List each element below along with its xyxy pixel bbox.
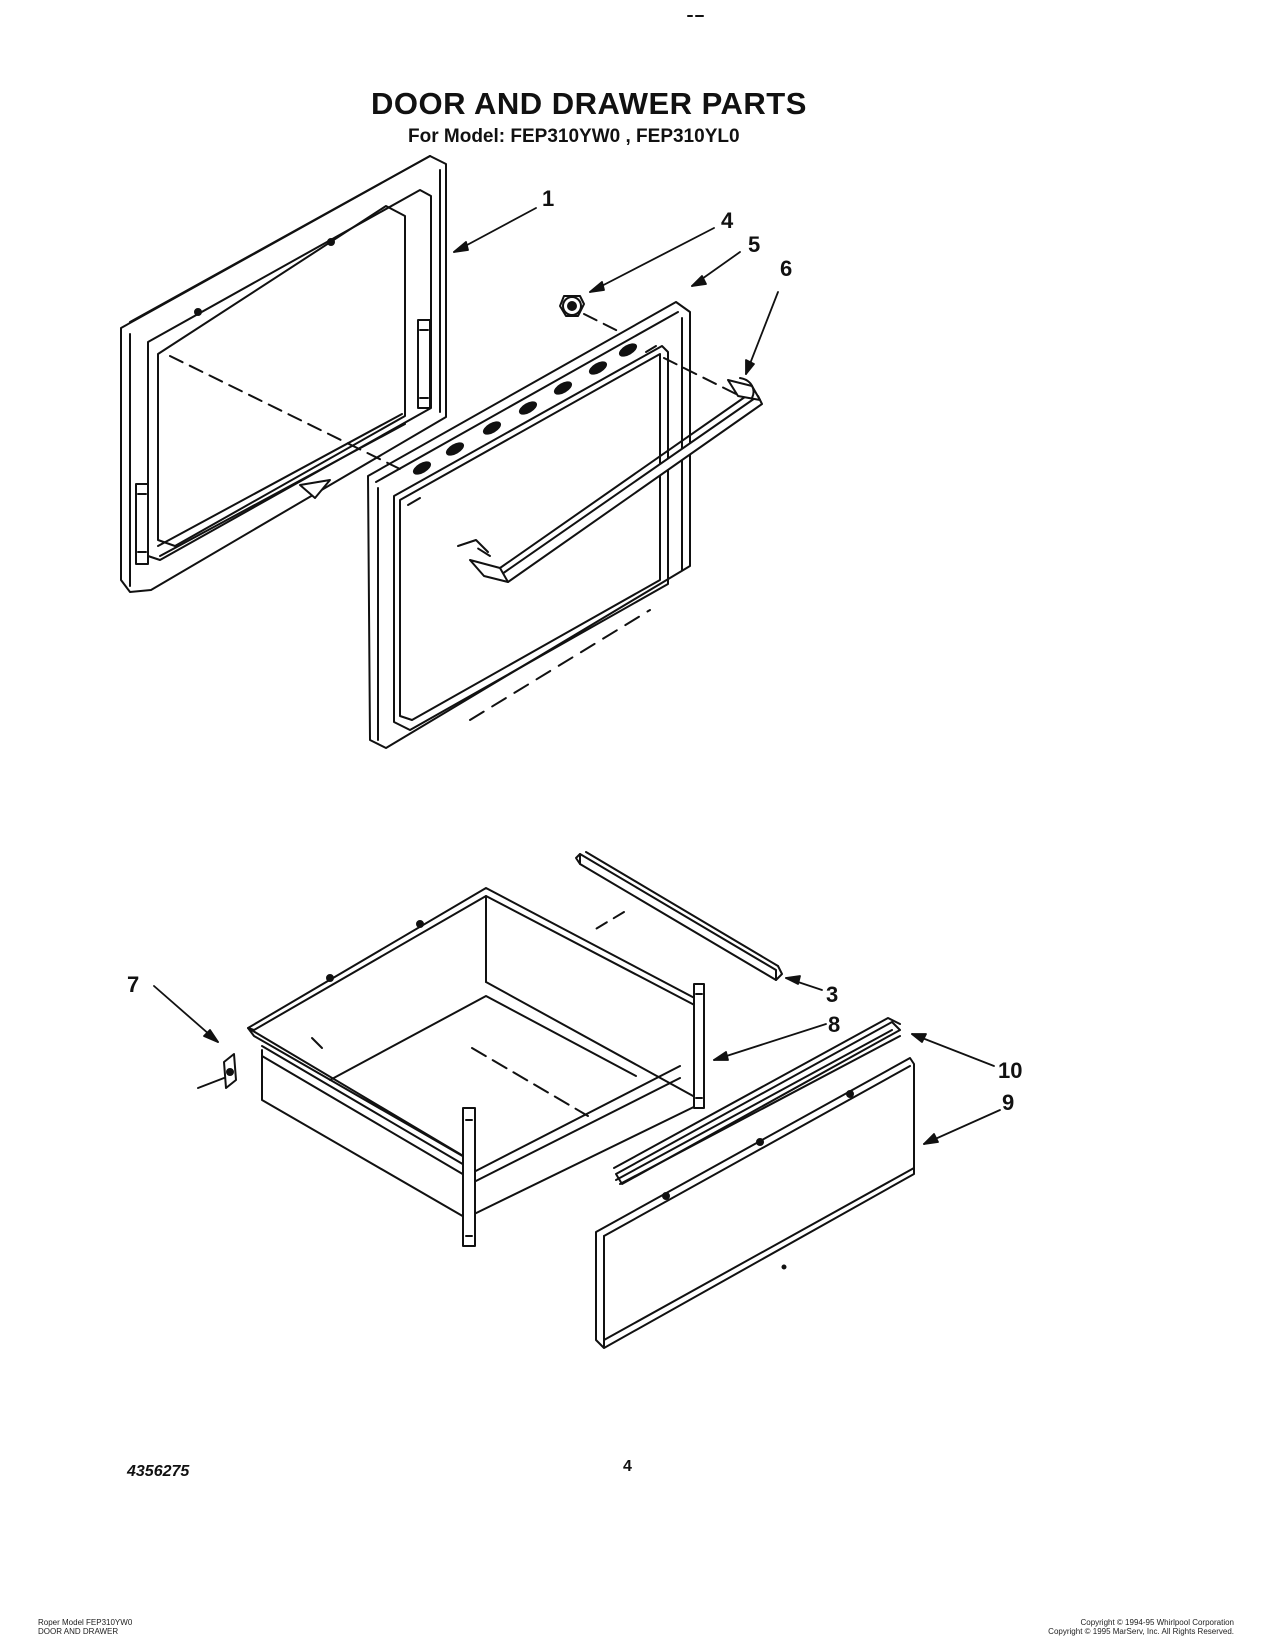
drawer-trim-strip — [614, 1018, 900, 1184]
drawer-front-panel — [596, 1058, 914, 1348]
upper-assembly-lines — [170, 314, 740, 556]
model-subtitle: For Model: FEP310YW0 , FEP310YL0 — [408, 126, 740, 147]
page-title: DOOR AND DRAWER PARTS — [371, 86, 807, 121]
callout-9: 9 — [1002, 1090, 1015, 1115]
footer-model-info: Roper Model FEP310YW0 DOOR AND DRAWER — [38, 1618, 132, 1636]
inner-door-frame — [121, 156, 446, 592]
callout-7: 7 — [127, 972, 140, 997]
drawer-slide-rail — [576, 852, 782, 980]
callout-10: 10 — [998, 1058, 1023, 1083]
outer-door-panel — [368, 302, 690, 748]
door-handle — [458, 378, 762, 582]
footer-model-line: Roper Model FEP310YW0 — [38, 1618, 133, 1627]
callout-6: 6 — [780, 256, 793, 281]
footer-section-line: DOOR AND DRAWER — [38, 1627, 119, 1636]
screw-part — [560, 296, 584, 316]
copyright-line-1: Copyright © 1994-95 Whirlpool Corporatio… — [1080, 1618, 1234, 1627]
callout-3: 3 — [826, 982, 839, 1007]
callout-leaders — [154, 208, 1000, 1144]
drawer-clip — [198, 1054, 236, 1088]
drawer-body — [248, 888, 704, 1246]
callout-1: 1 — [542, 186, 555, 211]
part-number: 4356275 — [127, 1463, 190, 1480]
page-number: 4 — [623, 1458, 632, 1475]
callout-4: 4 — [721, 208, 734, 233]
footer-copyright: Copyright © 1994-95 Whirlpool Corporatio… — [1048, 1618, 1234, 1636]
callout-5: 5 — [748, 232, 761, 257]
callout-8: 8 — [828, 1012, 841, 1037]
copyright-line-2: Copyright © 1995 MarServ, Inc. All Right… — [1048, 1627, 1234, 1636]
